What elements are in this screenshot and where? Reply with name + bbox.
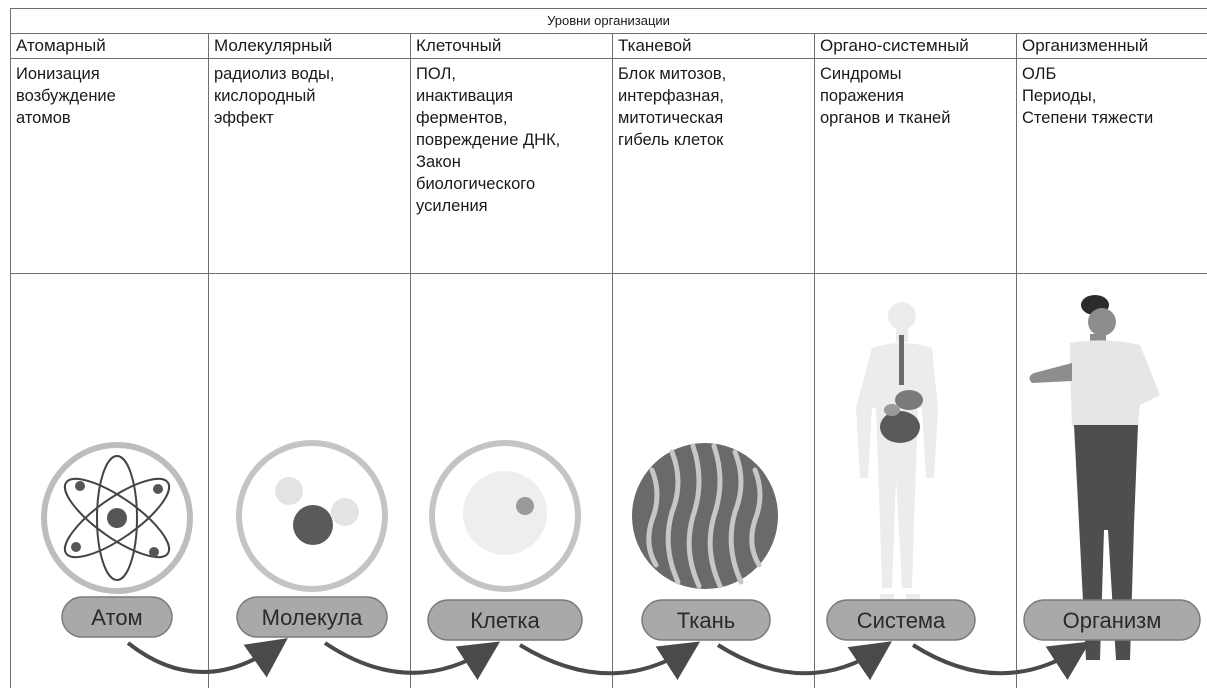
atom-icon <box>44 445 190 591</box>
molecule-icon <box>239 443 385 589</box>
level-label-tissue: Ткань <box>642 600 770 640</box>
arrow-atom-to-molecule <box>128 643 278 672</box>
level-label-molecule: Молекула <box>237 597 387 637</box>
svg-text:Ткань: Ткань <box>677 608 735 633</box>
svg-text:Клетка: Клетка <box>470 608 540 633</box>
svg-text:Система: Система <box>857 608 946 633</box>
arrow-system-to-organism <box>913 645 1080 673</box>
arrow-tissue-to-system <box>718 645 882 673</box>
tissue-icon <box>632 443 778 589</box>
level-label-organism: Организм <box>1024 600 1200 640</box>
level-label-system: Система <box>827 600 975 640</box>
svg-text:Организм: Организм <box>1063 608 1162 633</box>
arrow-molecule-to-cell <box>325 643 490 673</box>
level-label-cell: Клетка <box>428 600 582 640</box>
human-organs-icon <box>856 302 938 624</box>
svg-text:Молекула: Молекула <box>262 605 364 630</box>
arrow-cell-to-tissue <box>520 645 690 673</box>
cell-icon <box>432 443 578 589</box>
level-arrows <box>128 643 1080 673</box>
svg-text:Атом: Атом <box>91 605 142 630</box>
level-label-atom: Атом <box>62 597 172 637</box>
